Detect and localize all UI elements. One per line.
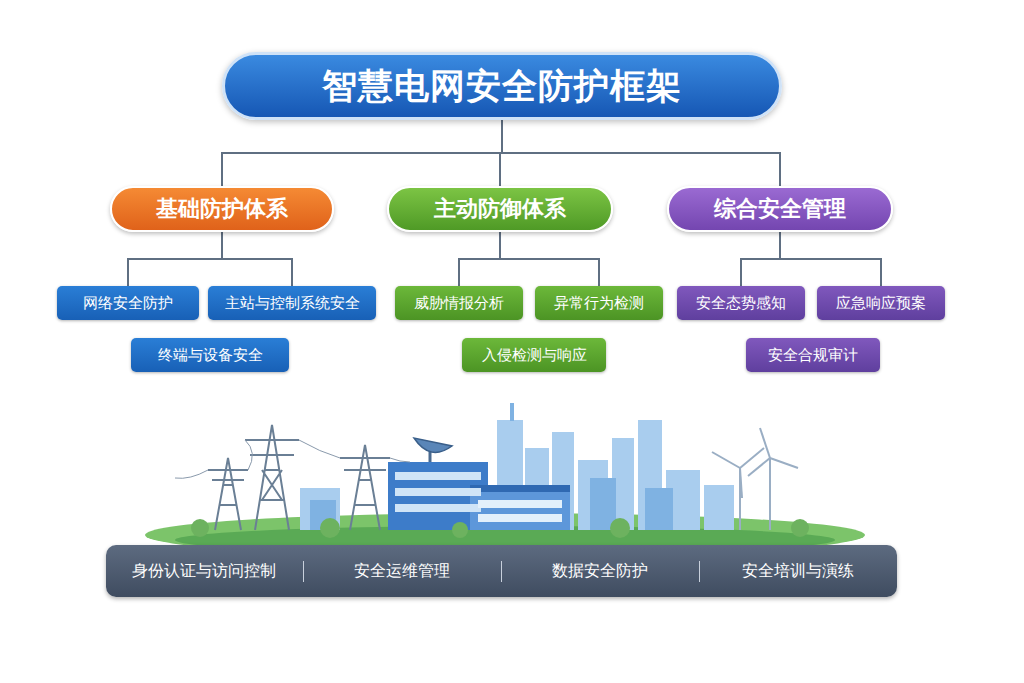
tree-connector xyxy=(780,232,881,286)
item-box: 异常行为检测 xyxy=(535,286,663,320)
category-pill: 综合安全管理 xyxy=(667,186,893,232)
node-label: 威胁情报分析 xyxy=(414,294,504,313)
node-label: 主动防御体系 xyxy=(434,194,566,224)
windows xyxy=(478,500,562,508)
item-box: 入侵检测与响应 xyxy=(462,338,606,372)
skyline-front xyxy=(310,403,673,530)
skyline xyxy=(300,420,734,530)
pylons xyxy=(175,425,410,530)
title-box: 智慧电网安全防护框架 xyxy=(222,52,782,120)
building xyxy=(645,488,673,530)
control-center xyxy=(388,438,570,530)
satellite-dish xyxy=(414,438,452,452)
tree xyxy=(320,518,340,538)
blade xyxy=(770,458,798,468)
node-label: 应急响应预案 xyxy=(836,294,926,313)
tree xyxy=(610,518,630,538)
tree-connector xyxy=(459,232,500,286)
tree-connector xyxy=(502,120,780,186)
tree-connector xyxy=(500,232,599,286)
item-box: 安全合规审计 xyxy=(746,338,880,372)
node-label: 身份认证与访问控制 xyxy=(106,561,303,582)
blade xyxy=(760,428,770,458)
node-label: 入侵检测与响应 xyxy=(482,346,587,365)
node-label: 终端与设备安全 xyxy=(158,346,263,365)
item-box: 终端与设备安全 xyxy=(131,338,289,372)
windows xyxy=(395,504,481,512)
tree-connector xyxy=(222,120,502,186)
node-label: 智慧电网安全防护框架 xyxy=(322,63,682,110)
item-box: 主站与控制系统安全 xyxy=(208,286,376,320)
tree-connector xyxy=(128,232,222,286)
turbine-tower xyxy=(769,458,771,530)
pylon xyxy=(245,425,299,530)
tree xyxy=(452,522,468,538)
item-box: 网络安全防护 xyxy=(57,286,199,320)
trees xyxy=(191,518,809,538)
node-label: 网络安全防护 xyxy=(83,294,173,313)
tree-connector xyxy=(741,232,780,286)
turbine-tower xyxy=(739,468,741,530)
windows xyxy=(395,488,481,496)
node-label: 安全运维管理 xyxy=(303,561,501,582)
building xyxy=(470,490,570,530)
node-label: 数据安全防护 xyxy=(501,561,699,582)
item-box: 威胁情报分析 xyxy=(395,286,523,320)
node-label: 基础防护体系 xyxy=(156,194,288,224)
roof xyxy=(470,485,570,492)
tree xyxy=(191,519,209,537)
node-label: 安全培训与演练 xyxy=(699,561,897,582)
foundation-band: 身份认证与访问控制安全运维管理数据安全防护安全培训与演练 xyxy=(106,545,897,597)
tree-connector xyxy=(222,232,292,286)
pylon xyxy=(340,445,390,530)
node-label: 异常行为检测 xyxy=(554,294,644,313)
category-pill: 主动防御体系 xyxy=(387,186,613,232)
blade xyxy=(748,458,770,476)
power-lines xyxy=(175,440,410,478)
wind-turbines xyxy=(712,428,798,530)
item-box: 应急响应预案 xyxy=(817,286,945,320)
antenna xyxy=(510,403,514,421)
node-label: 安全态势感知 xyxy=(696,294,786,313)
pylon xyxy=(208,458,248,530)
category-pill: 基础防护体系 xyxy=(110,186,334,232)
windows xyxy=(478,514,562,522)
windows xyxy=(395,472,481,480)
node-label: 安全合规审计 xyxy=(768,346,858,365)
node-label: 主站与控制系统安全 xyxy=(225,294,360,313)
tree xyxy=(791,519,809,537)
building xyxy=(704,485,734,530)
blade xyxy=(712,452,740,468)
blade xyxy=(740,468,742,498)
item-box: 安全态势感知 xyxy=(677,286,805,320)
node-label: 综合安全管理 xyxy=(714,194,846,224)
